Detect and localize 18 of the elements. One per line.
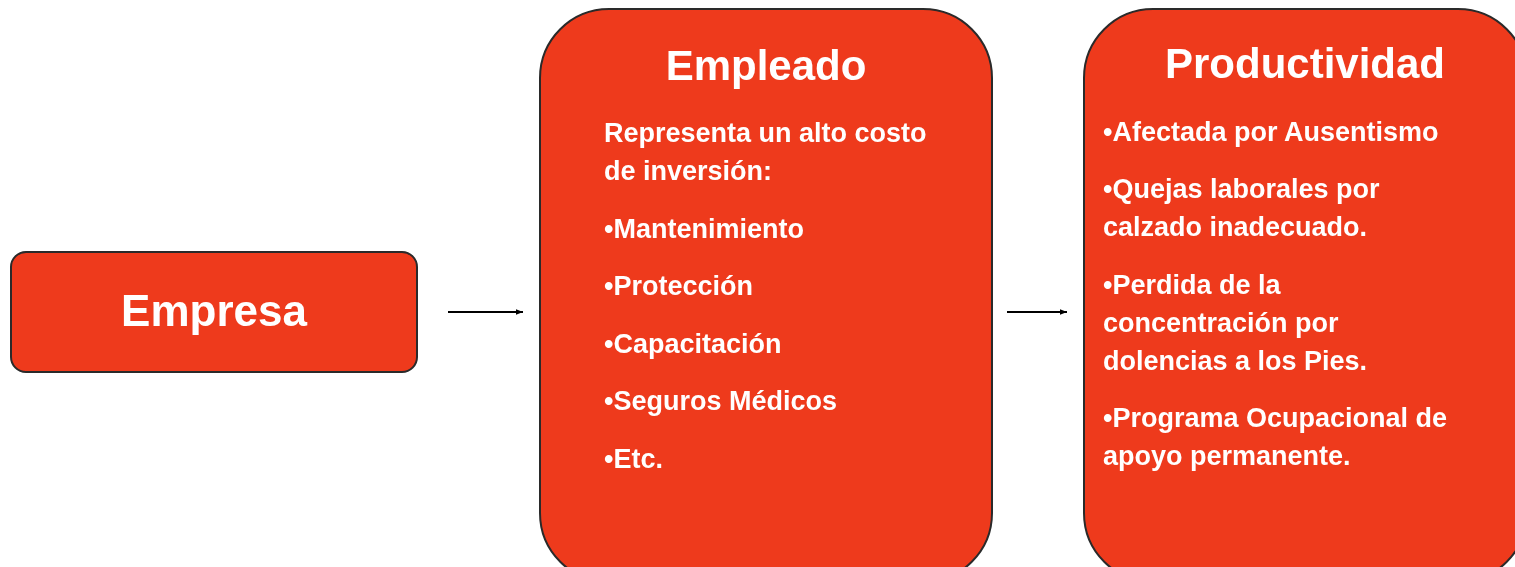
box-text: •Mantenimiento (604, 213, 805, 246)
box-text: •Etc. (604, 443, 664, 476)
box-text: Representa un alto costo de inversión: (604, 117, 928, 188)
box-text: •Seguros Médicos (604, 385, 838, 418)
rounded-box (1083, 8, 1515, 567)
box-text: •Quejas laborales por calzado inadecuado. (1103, 173, 1381, 244)
box-text: •Perdida de la concentración por dolencias a los Pies. (1103, 269, 1369, 378)
arrow (1006, 309, 1068, 315)
box-text: •Afectada por Ausentismo (1103, 116, 1440, 149)
box-text: •Programa Ocupacional de apoyo permanente. (1103, 402, 1449, 473)
rounded-box (10, 251, 418, 373)
box-heading: Empleado (664, 42, 868, 90)
box-text: •Capacitación (604, 328, 783, 361)
box-text: •Protección (604, 270, 754, 303)
box-heading: Productividad (1163, 40, 1446, 88)
box-heading: Empresa (120, 285, 309, 337)
rounded-box (539, 8, 993, 567)
arrow (447, 309, 524, 315)
